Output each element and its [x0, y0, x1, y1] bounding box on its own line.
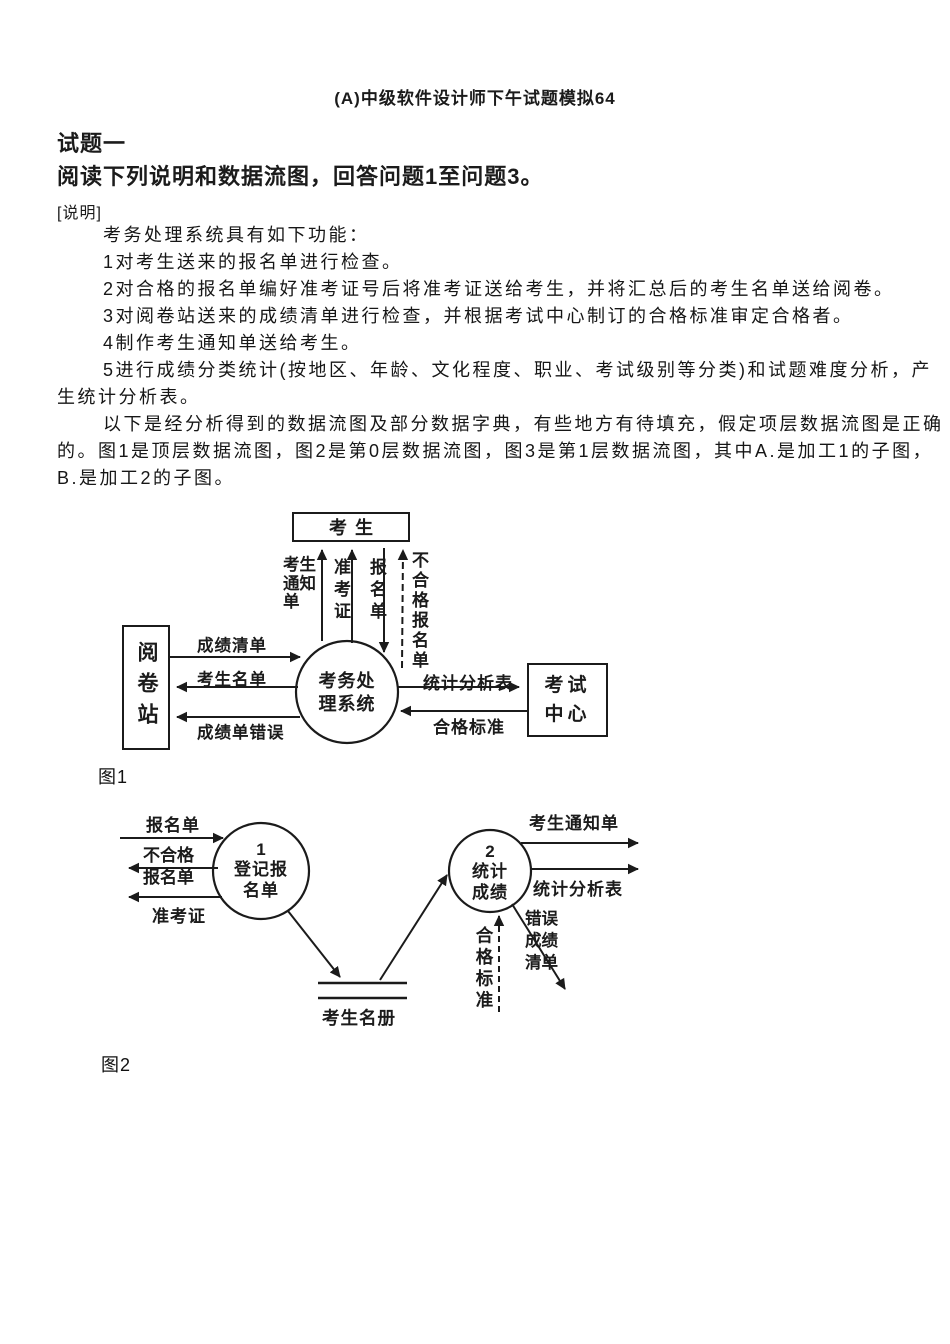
note-label: [说明] [57, 205, 102, 222]
entity-exam-center-box: 考试中心 [527, 663, 608, 737]
flow-label-pass-standard: 合格标准 [433, 718, 505, 737]
entity-marking-station-label: 阅卷站 [135, 641, 158, 734]
entity-examinee-label: 考生 [329, 518, 381, 538]
paragraph-line: 4制作考生通知单送给考生。 [103, 333, 362, 353]
paragraph-line: 3对阅卷站送来的成绩清单进行检查，并根据考试中心制订的合格标准审定合格者。 [103, 306, 854, 326]
flow-label-error-score-list: 错误成绩清单 [525, 910, 558, 972]
flow-label-stat-table-2: 统计分析表 [533, 880, 623, 899]
flow-label-examinee-notice: 考生通知单 [283, 556, 316, 611]
paragraph-line: 生统计分析表。 [57, 387, 201, 407]
page-title: (A)中级软件设计师下午试题模拟64 [334, 89, 616, 108]
entity-exam-center-label: 考试中心 [544, 675, 591, 725]
paragraph-line: 5进行成绩分类统计(按地区、年龄、文化程度、职业、考试级别等分类)和试题难度分析… [103, 360, 932, 380]
section-subheading: 阅读下列说明和数据流图，回答问题1至问题3。 [57, 164, 544, 189]
process-exam-system-label: 考务处理系统 [318, 671, 376, 714]
entity-marking-station-box: 阅卷站 [122, 625, 170, 750]
flow-label-score-sheet-error: 成绩单错误 [197, 724, 285, 742]
flow-label-pass-standard-2: 合格标准 [474, 926, 494, 1012]
flow-label-rejected-form: 不合格报名单 [409, 551, 428, 671]
section-heading: 试题一 [57, 131, 127, 156]
flow-label-admission-ticket: 准考证 [331, 558, 350, 624]
flow-label-score-list: 成绩清单 [197, 637, 267, 655]
process-statistics-id: 2 [485, 842, 495, 861]
flow-label-stat-table: 统计分析表 [423, 674, 513, 693]
paragraph-line: 以下是经分析得到的数据流图及部分数据字典，有些地方有待填充，假定项层数据流图是正… [103, 414, 944, 434]
figure1-caption: 图1 [98, 767, 129, 787]
paragraph-line: 的。图1是顶层数据流图，图2是第0层数据流图，图3是第1层数据流图，其中A.是加… [57, 441, 934, 461]
paragraph-line: 2对合格的报名单编好准考证号后将准考证送给考生，并将汇总后的考生名单送给阅卷。 [103, 279, 895, 299]
paragraph-line: B.是加工2的子图。 [57, 468, 236, 488]
paragraph-line: 考务处理系统具有如下功能： [103, 225, 370, 245]
process-register-id: 1 [256, 840, 266, 859]
flow-label-application-form: 报名单 [367, 558, 386, 624]
process-register-name: 登记报名单 [234, 860, 288, 900]
flow-label-rejected-form-2: 不合格报名单 [143, 846, 194, 887]
flow-label-examinee-notice-2: 考生通知单 [529, 814, 619, 833]
paragraph-line: 1对考生送来的报名单进行检查。 [103, 252, 403, 272]
entity-examinee-box: 考生 [292, 512, 410, 542]
figure2-caption: 图2 [101, 1055, 132, 1075]
flow-label-examinee-list: 考生名单 [197, 671, 267, 689]
flow-label-application-form-2: 报名单 [146, 816, 200, 835]
process-statistics-name: 统计成绩 [472, 862, 508, 902]
flow-label-admission-ticket-2: 准考证 [152, 907, 206, 926]
process-register-text: 1 登记报名单 [227, 840, 295, 901]
data-store-label: 考生名册 [322, 1008, 396, 1028]
process-statistics-text: 2 统计成绩 [462, 842, 518, 903]
